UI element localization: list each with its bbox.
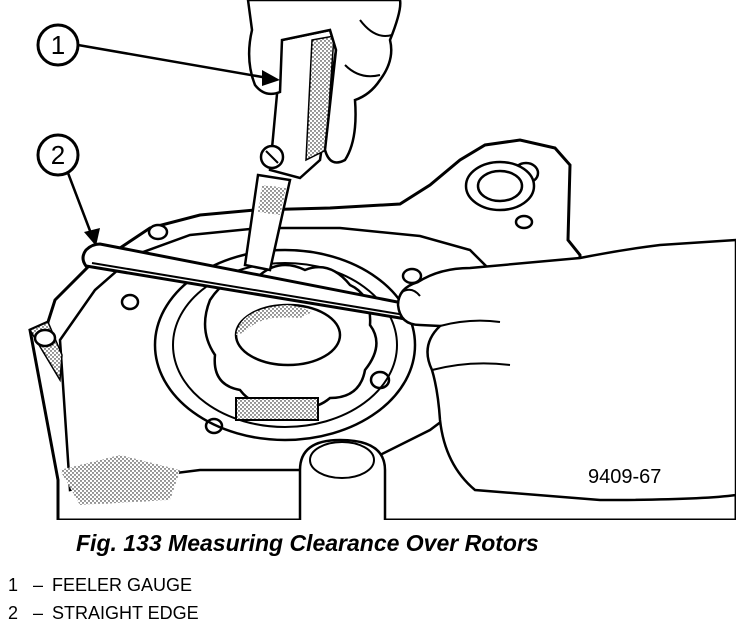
callout-1-number: 1 xyxy=(51,30,65,60)
callout-2-leader xyxy=(66,172,94,237)
bolt-holes xyxy=(33,160,540,435)
legend-number: 2 xyxy=(8,603,19,623)
housing-shadow-bottom xyxy=(60,455,180,505)
upper-hand xyxy=(246,0,402,164)
callout-2-number: 2 xyxy=(51,140,65,170)
callout-1-leader xyxy=(77,43,269,80)
callout-2-arrowhead xyxy=(84,228,100,246)
right-hand-fold xyxy=(439,319,501,327)
rotor-stipple-lower xyxy=(235,397,319,421)
callout-2-circle xyxy=(36,133,80,177)
figure-image-id: 9409-67 xyxy=(588,466,662,488)
right-hand-nail xyxy=(401,288,421,297)
straight-edge-edge-line xyxy=(91,262,406,316)
legend-label: STRAIGHT EDGE xyxy=(52,603,199,623)
pivot-screw-slot xyxy=(265,150,279,164)
rotor-pocket-outer xyxy=(153,248,417,442)
legend-item: 2–STRAIGHT EDGE xyxy=(8,603,199,624)
legend-separator: – xyxy=(32,603,43,623)
housing-outlet-bore xyxy=(309,441,375,479)
legend-label: FEELER GAUGE xyxy=(52,575,193,595)
figure-illustration: 1 2 9409-67 xyxy=(28,0,736,522)
rotor-shading xyxy=(236,305,312,335)
oil-pump-drawing: 1 2 xyxy=(28,0,736,522)
right-hand-fold-2 xyxy=(431,362,511,371)
rotor-pocket-inner xyxy=(172,262,398,428)
upper-hand-fold-2 xyxy=(359,19,393,37)
upper-hand-fold xyxy=(344,64,381,78)
callout-1-arrowhead xyxy=(262,70,280,86)
legend-item: 1–FEELER GAUGE xyxy=(8,575,192,596)
legend-number: 1 xyxy=(8,575,19,595)
right-hand xyxy=(396,238,736,502)
figure-caption: Fig. 133 Measuring Clearance Over Rotors xyxy=(76,530,539,556)
feeler-gauge-blade-shade xyxy=(258,185,286,215)
legend-separator: – xyxy=(32,575,43,595)
